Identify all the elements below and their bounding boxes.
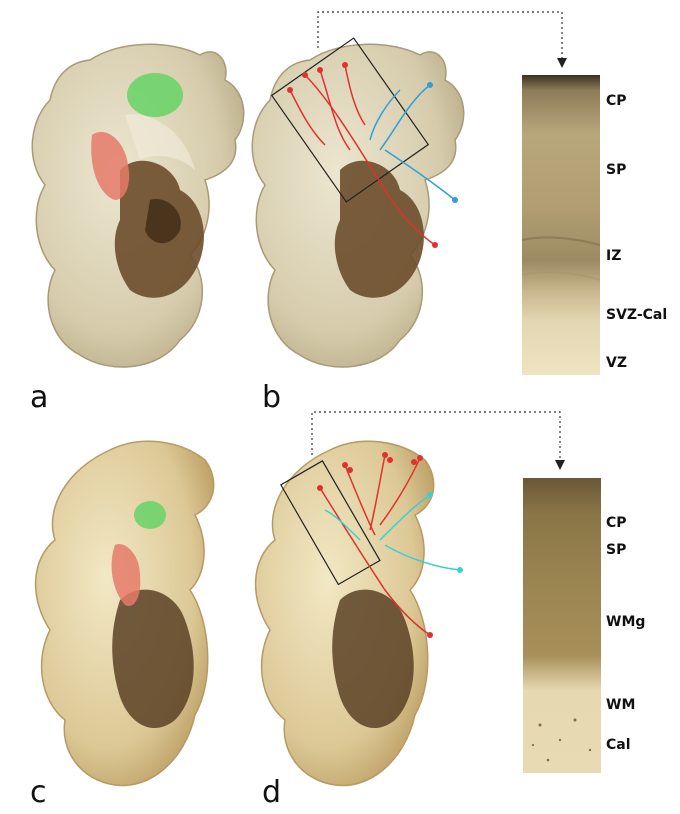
layer-label-wm: WM — [606, 697, 635, 713]
cortex-strip-bottom — [523, 478, 601, 773]
cortex-strip-top — [522, 75, 600, 375]
layer-label-cp-bottom: CP — [606, 515, 627, 531]
layer-label-svz-cal: SVZ-Cal — [606, 307, 667, 323]
panel-letter-d: d — [262, 775, 281, 810]
brain-section-a — [32, 44, 243, 367]
layer-label-sp-bottom: SP — [606, 542, 626, 558]
layer-label-sp: SP — [606, 162, 626, 178]
brain-section-b — [252, 38, 463, 367]
panel-letter-c: c — [30, 775, 47, 810]
layer-label-vz: VZ — [606, 355, 627, 371]
green-region-a — [127, 73, 183, 117]
arrow-head-icon — [557, 58, 567, 68]
brain-section-c — [36, 441, 214, 785]
green-region-c — [134, 501, 166, 529]
panel-letter-a: a — [30, 380, 48, 415]
layer-label-iz: IZ — [606, 248, 621, 264]
arrow-head-icon — [555, 460, 565, 470]
brain-section-d — [256, 441, 463, 785]
layer-label-cp: CP — [606, 93, 627, 109]
panel-letter-b: b — [262, 380, 281, 415]
layer-label-wmg: WMg — [606, 614, 645, 630]
layer-label-cal: Cal — [606, 737, 631, 753]
